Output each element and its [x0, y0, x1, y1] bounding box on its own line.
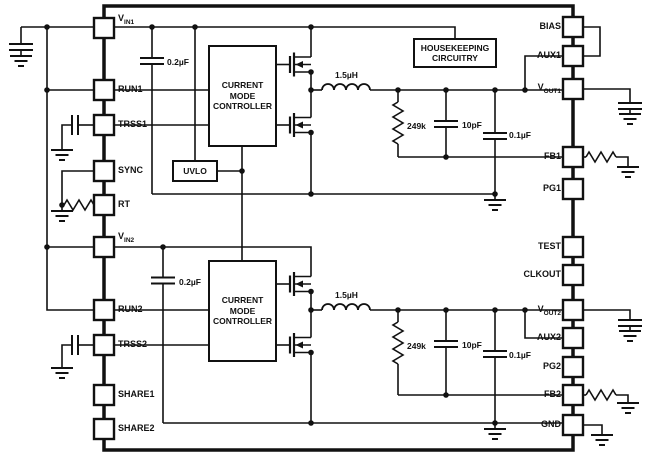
- pin-square-aux2: [561, 326, 585, 350]
- pin-label-vin2: VIN2: [118, 231, 135, 244]
- ground-icon: [618, 113, 642, 125]
- inductor-ch2-icon: [321, 303, 371, 311]
- wires-channel1: [114, 26, 563, 200]
- ground-icon: [50, 367, 74, 379]
- ground-icon: [616, 402, 640, 414]
- pin-square-rt: [92, 193, 116, 217]
- pin-label-trss1: TRSS1: [118, 119, 148, 129]
- pin-label-run2: RUN2: [118, 304, 143, 314]
- ground-icon: [50, 149, 74, 161]
- wires-external-right: [583, 26, 631, 435]
- pin-label-aux1: AUX1: [536, 50, 561, 60]
- vout1-capacitor-icon: [617, 102, 643, 110]
- ic-outline: [102, 4, 575, 452]
- pin-squares: [92, 15, 585, 441]
- pin-square-aux1: [561, 44, 585, 68]
- pin-label-test: TEST: [537, 241, 561, 251]
- bypass-capacitor-ch2-icon: [150, 276, 176, 285]
- pin-label-share1: SHARE1: [118, 389, 155, 399]
- pin-square-vin2: [92, 235, 116, 259]
- pin-square-share2: [92, 417, 116, 441]
- mosfet-top-ch1-icon: [288, 51, 313, 78]
- pin-square-run2: [92, 298, 116, 322]
- pin-label-vout2: VOUT2: [537, 304, 561, 317]
- pin-label-clkout: CLKOUT: [523, 269, 562, 279]
- junction-dots: [44, 24, 528, 426]
- pin-label-sync: SYNC: [118, 165, 144, 175]
- value-inductor-ch1: 1.5µH: [335, 70, 358, 80]
- pin-label-bias: BIAS: [539, 21, 561, 31]
- value-bypass-cap-ch2: 0.2µF: [179, 277, 201, 287]
- value-out-cap-ch2: 0.1µF: [509, 350, 531, 360]
- pin-label-pg1: PG1: [542, 183, 561, 193]
- fb-capacitor-ch2-icon: [433, 340, 459, 348]
- pin-label-fb2: FB2: [543, 389, 561, 399]
- pin-square-sync: [92, 159, 116, 183]
- pin-square-fb1: [561, 145, 585, 169]
- block-current-mode-controller-1: CURRENT MODE CONTROLLER: [208, 45, 277, 147]
- wires-external-left: [20, 26, 94, 368]
- pin-square-share1: [92, 383, 116, 407]
- block-current-mode-controller-2: CURRENT MODE CONTROLLER: [208, 260, 277, 362]
- value-fb-resistor-ch1: 249k: [407, 121, 426, 131]
- pin-label-run1: RUN1: [118, 84, 143, 94]
- value-out-cap-ch1: 0.1µF: [509, 130, 531, 140]
- value-inductor-ch2: 1.5µH: [335, 290, 358, 300]
- ground-icon: [50, 210, 74, 222]
- pin-square-gnd: [561, 413, 585, 437]
- bypass-capacitor-ch1-icon: [139, 57, 165, 65]
- pin-label-gnd: GND: [541, 419, 561, 429]
- output-capacitor-ch1-icon: [482, 132, 508, 140]
- ground-icon: [590, 434, 614, 446]
- fb1-resistor-icon: [585, 151, 617, 163]
- input-capacitor-icon: [8, 43, 34, 51]
- pin-square-pg2: [561, 355, 585, 379]
- mosfet-top-ch2-icon: [288, 270, 313, 298]
- fb-capacitor-ch1-icon: [433, 120, 459, 128]
- block-uvlo: UVLO: [172, 160, 218, 182]
- pin-square-bias: [561, 15, 585, 39]
- value-fb-cap-ch2: 10pF: [462, 340, 482, 350]
- fb-resistor-ch1-icon: [392, 101, 404, 145]
- fb2-resistor-icon: [585, 389, 617, 401]
- block-housekeeping-circuitry: HOUSEKEEPING CIRCUITRY: [413, 38, 497, 68]
- pin-square-clkout: [561, 263, 585, 287]
- fb-resistor-ch2-icon: [392, 321, 404, 365]
- pin-square-trss1: [92, 113, 116, 137]
- pin-label-share2: SHARE2: [118, 423, 155, 433]
- ground-icon: [483, 428, 507, 440]
- pin-label-aux2: AUX2: [536, 332, 561, 342]
- pin-square-vin1: [92, 16, 116, 40]
- pin-label-fb1: FB1: [543, 151, 561, 161]
- trss2-capacitor-icon: [71, 334, 79, 356]
- ground-icon: [483, 199, 507, 211]
- output-capacitor-ch2-icon: [482, 350, 508, 358]
- ground-icon: [616, 166, 640, 178]
- pin-label-trss2: TRSS2: [118, 339, 148, 349]
- ground-icon: [618, 330, 642, 342]
- mosfet-bottom-ch1-icon: [288, 111, 313, 139]
- ground-icon: [9, 55, 33, 67]
- pin-square-trss2: [92, 333, 116, 357]
- value-fb-cap-ch1: 10pF: [462, 120, 482, 130]
- pin-square-fb2: [561, 383, 585, 407]
- inductor-ch1-icon: [321, 83, 371, 91]
- pin-square-vout2: [561, 298, 585, 322]
- trss1-capacitor-icon: [71, 114, 79, 136]
- mosfet-bottom-ch2-icon: [288, 331, 313, 359]
- pin-square-test: [561, 235, 585, 259]
- pin-square-pg1: [561, 177, 585, 201]
- value-fb-resistor-ch2: 249k: [407, 341, 426, 351]
- value-bypass-cap-ch1: 0.2µF: [167, 57, 189, 67]
- pin-label-vin1: VIN1: [118, 13, 135, 26]
- pin-label-pg2: PG2: [542, 361, 561, 371]
- rt-resistor-icon: [63, 199, 95, 211]
- vout2-capacitor-icon: [617, 319, 643, 327]
- pin-square-run1: [92, 78, 116, 102]
- pin-label-vout1: VOUT1: [537, 82, 561, 95]
- pin-square-vout1: [561, 77, 585, 101]
- pin-label-rt: RT: [118, 199, 130, 209]
